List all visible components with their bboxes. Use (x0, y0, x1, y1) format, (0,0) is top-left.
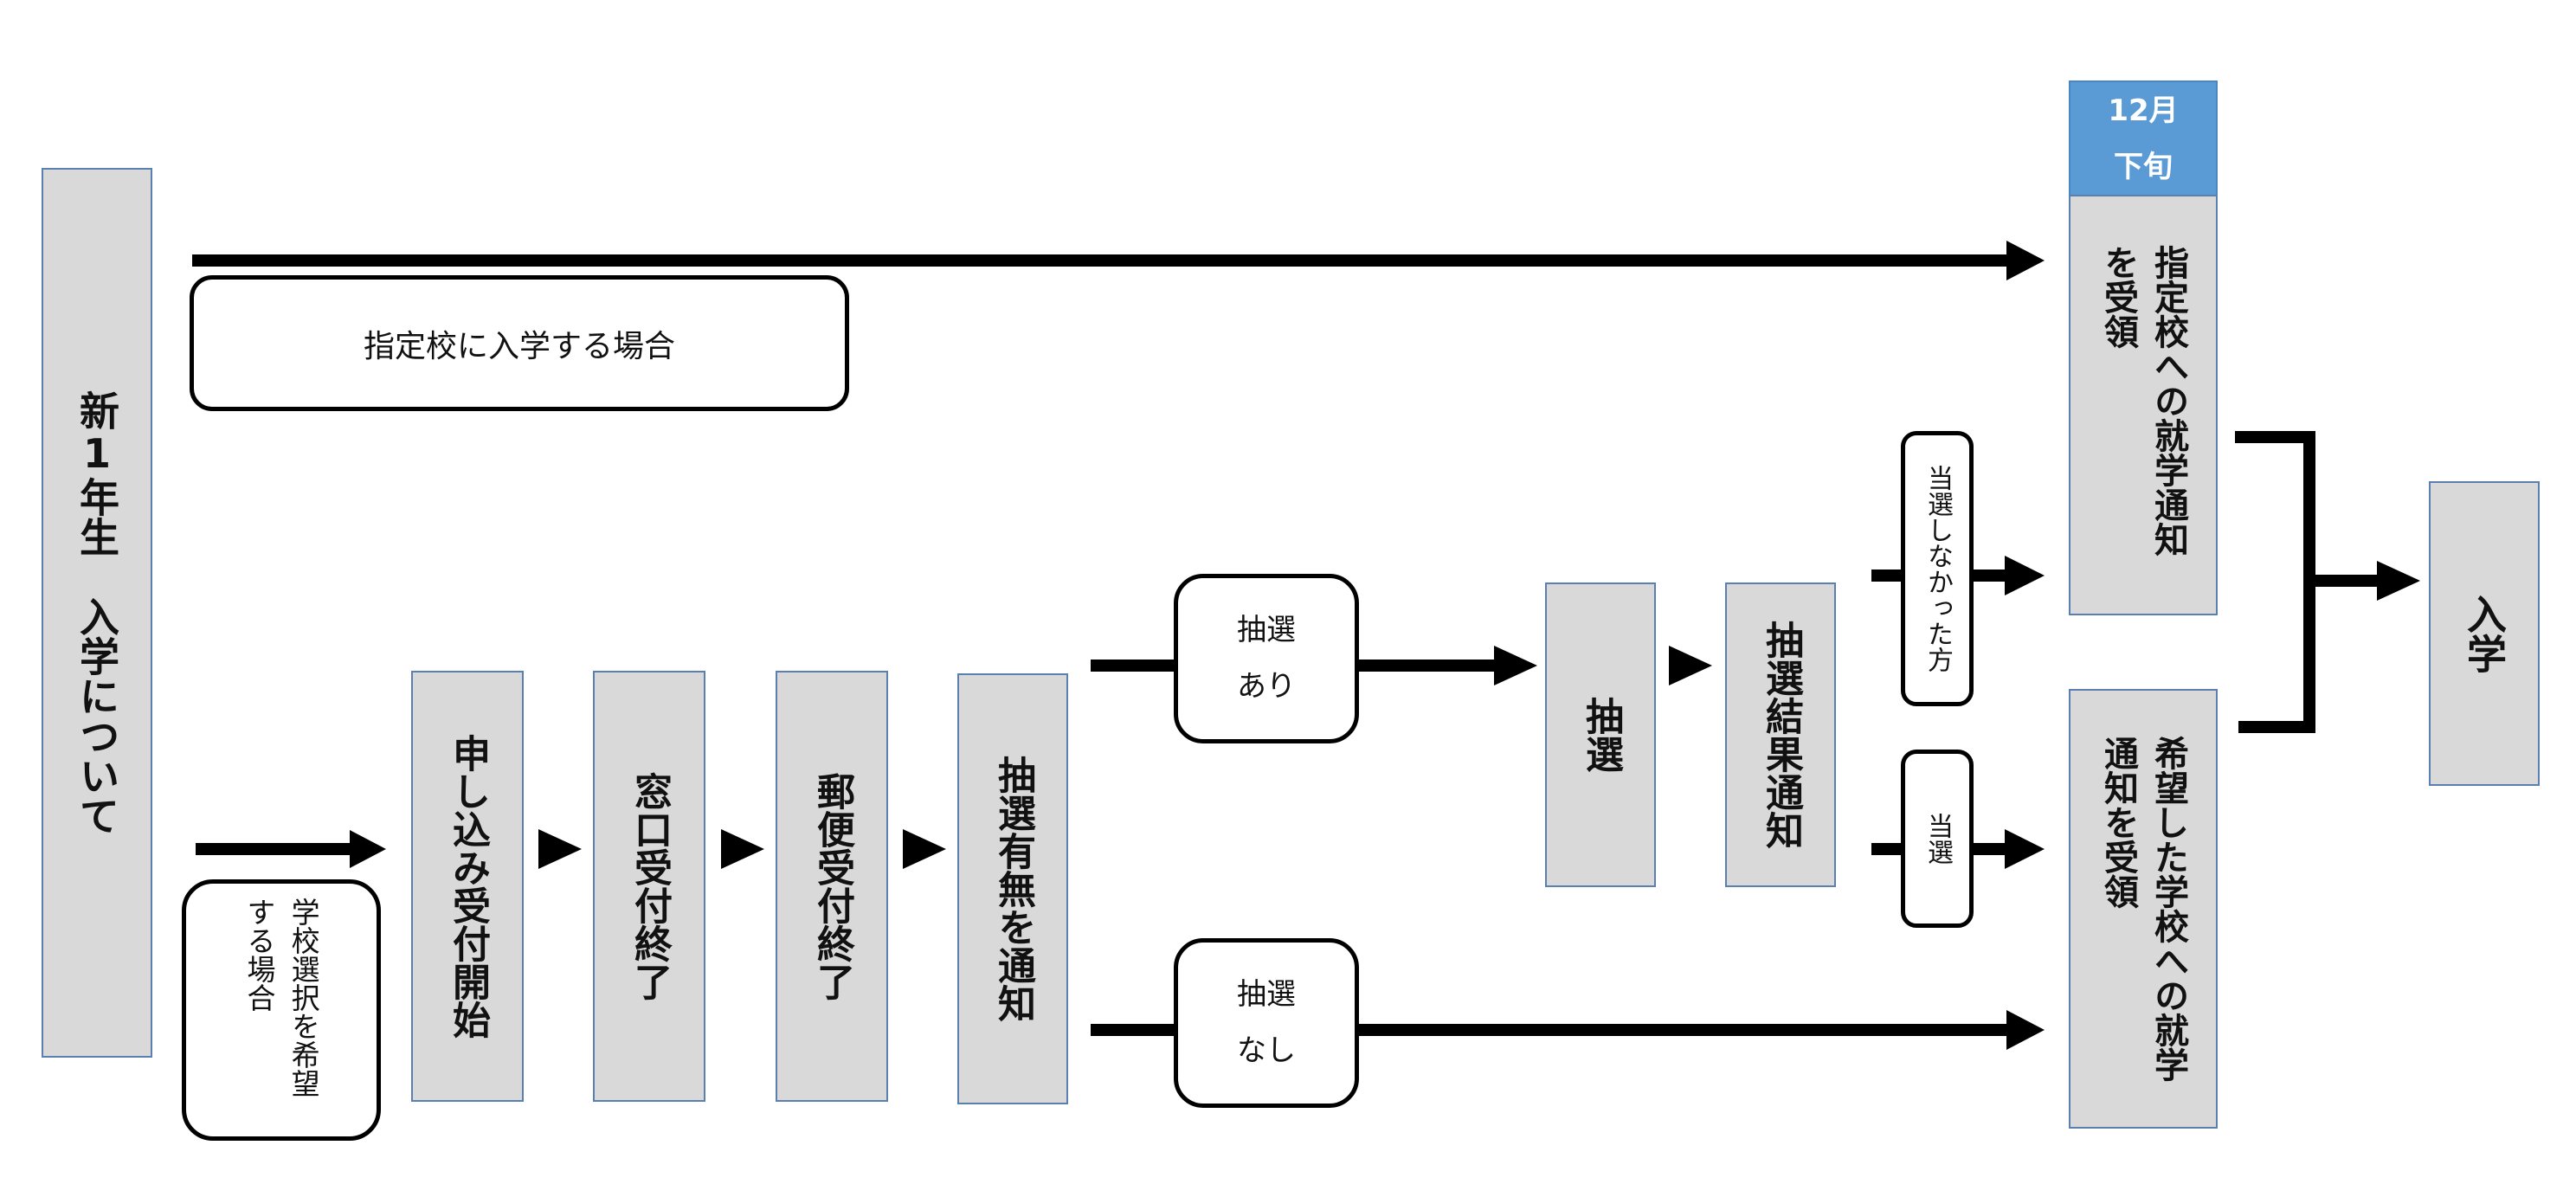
won-box: 当選 (1901, 750, 1974, 928)
merge-bracket (2235, 431, 2315, 733)
apply-start-box: 申し込み受付開始 (411, 671, 524, 1102)
arrowhead-mail-notice (903, 829, 946, 869)
enroll-box: 入学 (2429, 481, 2540, 786)
new-student-box: 新1年生 入学について (42, 168, 152, 1058)
date-month: 12月 (2108, 93, 2179, 128)
lottery-no-box: 抽選なし (1174, 938, 1359, 1108)
arrowhead-won (2005, 829, 2045, 869)
arrowhead-to-apply (350, 830, 386, 868)
mail-end-box: 郵便受付終了 (776, 671, 888, 1102)
designated-notice-box: 指定校への就学通知を受領 (2069, 195, 2218, 615)
lottery-yes-box: 抽選あり (1174, 574, 1359, 743)
choice-case-label: 学校選択を希望する場合 (242, 898, 321, 1097)
designated-case-label: 指定校に入学する場合 (363, 328, 675, 364)
lottery-result-box: 抽選結果通知 (1725, 582, 1836, 887)
lottery-label: 抽選 (1579, 697, 1623, 773)
new-student-label: 新1年生 入学について (74, 390, 120, 835)
arrowhead-counter-mail (721, 829, 764, 869)
lottery-no-label: 抽選なし (1237, 977, 1296, 1068)
arrowhead-apply-counter (538, 829, 582, 869)
choice-case-label-box: 学校選択を希望する場合 (182, 879, 381, 1141)
date-period: 下旬 (2114, 149, 2173, 184)
lottery-yes-label: 抽選あり (1237, 613, 1296, 704)
mail-end-label: 郵便受付終了 (810, 772, 854, 1001)
date-header: 12月 下旬 (2069, 80, 2218, 195)
arrowhead-not-won (2005, 556, 2045, 595)
arrowhead-to-lottery (1494, 646, 1537, 685)
not-won-label: 当選しなかった方 (1922, 465, 1953, 672)
lottery-notice-box: 抽選有無を通知 (957, 673, 1068, 1104)
arrowhead-designated (2006, 241, 2045, 280)
arrowhead-lottery-result (1669, 646, 1712, 685)
desired-notice-box: 希望した学校への就学通知を受領 (2069, 689, 2218, 1129)
counter-end-box: 窓口受付終了 (593, 671, 705, 1102)
counter-end-label: 窓口受付終了 (628, 772, 672, 1001)
enroll-label: 入学 (2461, 594, 2508, 673)
not-won-box: 当選しなかった方 (1901, 431, 1974, 706)
lottery-result-label: 抽選結果通知 (1759, 621, 1803, 849)
won-label: 当選 (1922, 813, 1953, 865)
arrowhead-lottery-no (2006, 1010, 2045, 1050)
arrowhead-enroll (2377, 561, 2420, 601)
lottery-notice-label: 抽選有無を通知 (991, 756, 1035, 1022)
apply-start-label: 申し込み受付開始 (446, 734, 490, 1039)
desired-notice-label: 希望した学校への就学通知を受領 (2098, 736, 2188, 1082)
designated-notice-label: 指定校への就学通知を受領 (2098, 245, 2188, 557)
lottery-box: 抽選 (1545, 582, 1656, 887)
designated-case-label-box: 指定校に入学する場合 (190, 275, 849, 411)
